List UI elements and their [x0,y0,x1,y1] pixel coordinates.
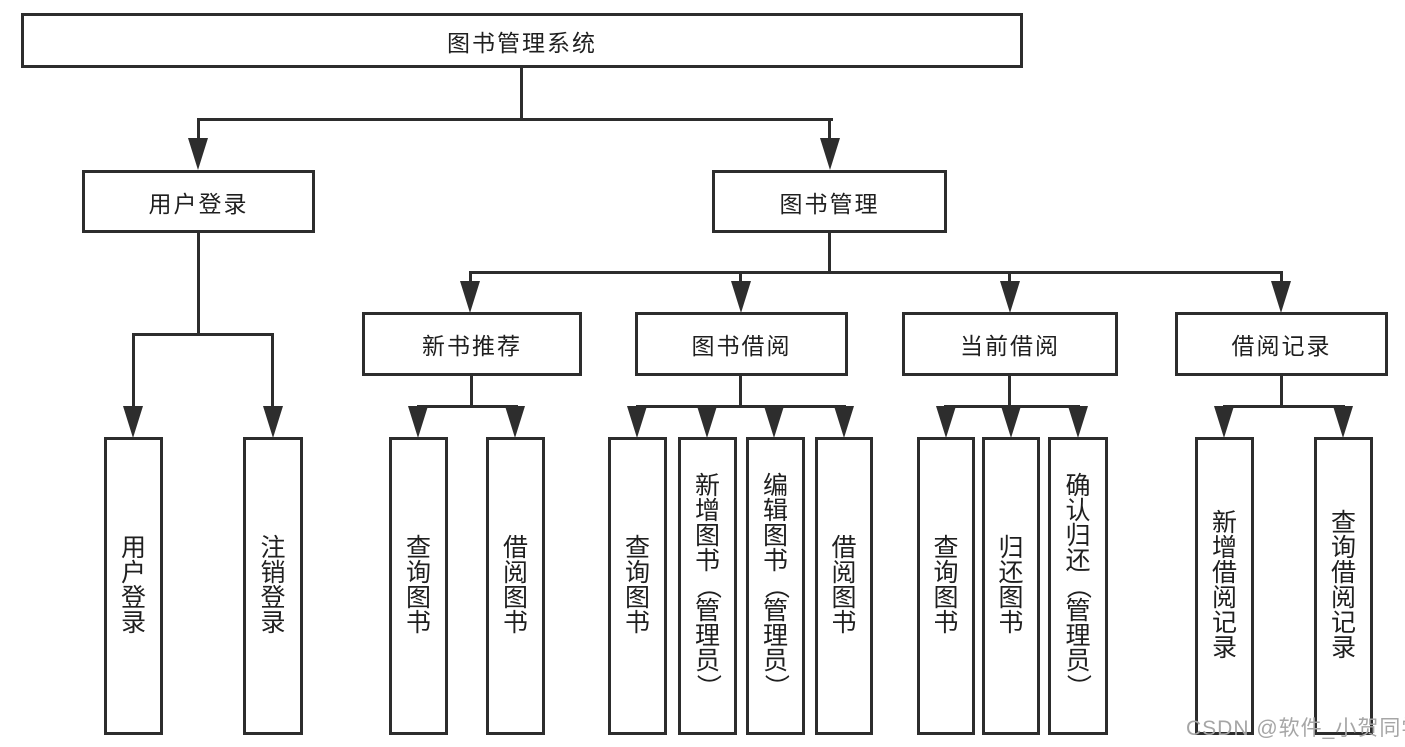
leaf-current-query-book: 查询图书 [917,437,975,735]
connector-root-stem [520,66,523,121]
node-label: 借阅记录 [1231,333,1332,359]
node-label: 图书管理系统 [447,29,597,56]
arrow-down-icon [1001,406,1021,438]
node-new-book-recommend: 新书推荐 [362,312,582,376]
node-book-management: 图书管理 [712,170,947,233]
connector-book-mgmt-stem [828,230,831,274]
connector-user-login-branch [132,333,274,336]
leaf-record-query: 查询借阅记录 [1314,437,1373,735]
connector-level3-branch [469,271,1283,274]
arrow-down-icon [1000,281,1020,313]
arrow-down-icon [1333,406,1353,438]
node-label: 当前借阅 [960,333,1060,359]
node-book-borrowing: 图书借阅 [635,312,848,376]
node-label: 借阅图书 [831,534,857,637]
node-label: 归还图书 [998,534,1024,637]
connector-borrow-branch [636,405,846,408]
connector-drop-new-book-rec [469,271,472,283]
leaf-current-return-book: 归还图书 [982,437,1040,735]
node-label: 用户登录 [148,190,249,217]
connector-drop-book-borrow [739,271,742,283]
csdn-watermark: CSDN @软件_小贺同学 [1186,717,1405,740]
connector-record-stem [1280,374,1283,408]
leaf-rec-borrow-book: 借阅图书 [486,437,545,735]
connector-drop-user-login [197,118,200,142]
arrow-down-icon [263,406,283,438]
connector-rec-stem [470,374,473,408]
node-label: 注销登录 [260,534,286,637]
arrow-down-icon [731,281,751,313]
connector-drop-logout [271,333,274,408]
connector-user-login-stem [197,231,200,336]
arrow-down-icon [697,406,717,438]
node-label: 图书借阅 [691,333,792,359]
node-borrowing-records: 借阅记录 [1175,312,1388,376]
node-label: 借阅图书 [502,534,528,637]
leaf-borrow-edit-book: 编辑图书（管理员） [746,437,805,735]
leaf-borrow-add-book: 新增图书（管理员） [678,437,737,735]
node-label: 新书推荐 [422,333,522,359]
arrow-down-icon [460,281,480,313]
arrow-down-icon [820,138,840,170]
leaf-borrow-query-book: 查询图书 [608,437,667,735]
arrow-down-icon [1271,281,1291,313]
connector-record-branch [1223,405,1345,408]
node-label: 新增借阅记录 [1211,509,1237,662]
arrow-down-icon [764,406,784,438]
connector-drop-book-mgmt [828,118,831,142]
connector-current-stem [1008,374,1011,408]
arrow-down-icon [505,406,525,438]
connector-level1-branch [197,118,833,121]
node-label: 确认归还（管理员） [1064,471,1093,699]
node-label: 查询图书 [624,534,650,637]
node-label: 查询图书 [933,534,959,637]
node-label: 查询图书 [405,534,431,637]
arrow-down-icon [123,406,143,438]
leaf-current-confirm-return: 确认归还（管理员） [1048,437,1108,735]
node-label: 用户登录 [120,534,146,637]
arrow-down-icon [936,406,956,438]
connector-rec-branch [417,405,518,408]
node-label: 查询借阅记录 [1330,509,1356,662]
arrow-down-icon [188,138,208,170]
connector-borrow-stem [739,374,742,408]
connector-drop-borrow-record [1280,271,1283,283]
arrow-down-icon [1068,406,1088,438]
arrow-down-icon [627,406,647,438]
connector-drop-login [132,333,135,408]
node-user-login: 用户登录 [82,170,315,233]
leaf-borrow-borrow-book: 借阅图书 [815,437,873,735]
arrow-down-icon [408,406,428,438]
connector-drop-current-borrow [1008,271,1011,283]
arrow-down-icon [1214,406,1234,438]
arrow-down-icon [834,406,854,438]
leaf-record-add: 新增借阅记录 [1195,437,1254,735]
node-library-management-system: 图书管理系统 [21,13,1023,68]
node-current-borrowing: 当前借阅 [902,312,1118,376]
leaf-rec-query-book: 查询图书 [389,437,448,735]
node-label: 图书管理 [779,190,880,217]
leaf-user-login: 用户登录 [104,437,163,735]
node-label: 新增图书（管理员） [693,471,722,699]
leaf-logout: 注销登录 [243,437,303,735]
node-label: 编辑图书（管理员） [761,471,790,699]
